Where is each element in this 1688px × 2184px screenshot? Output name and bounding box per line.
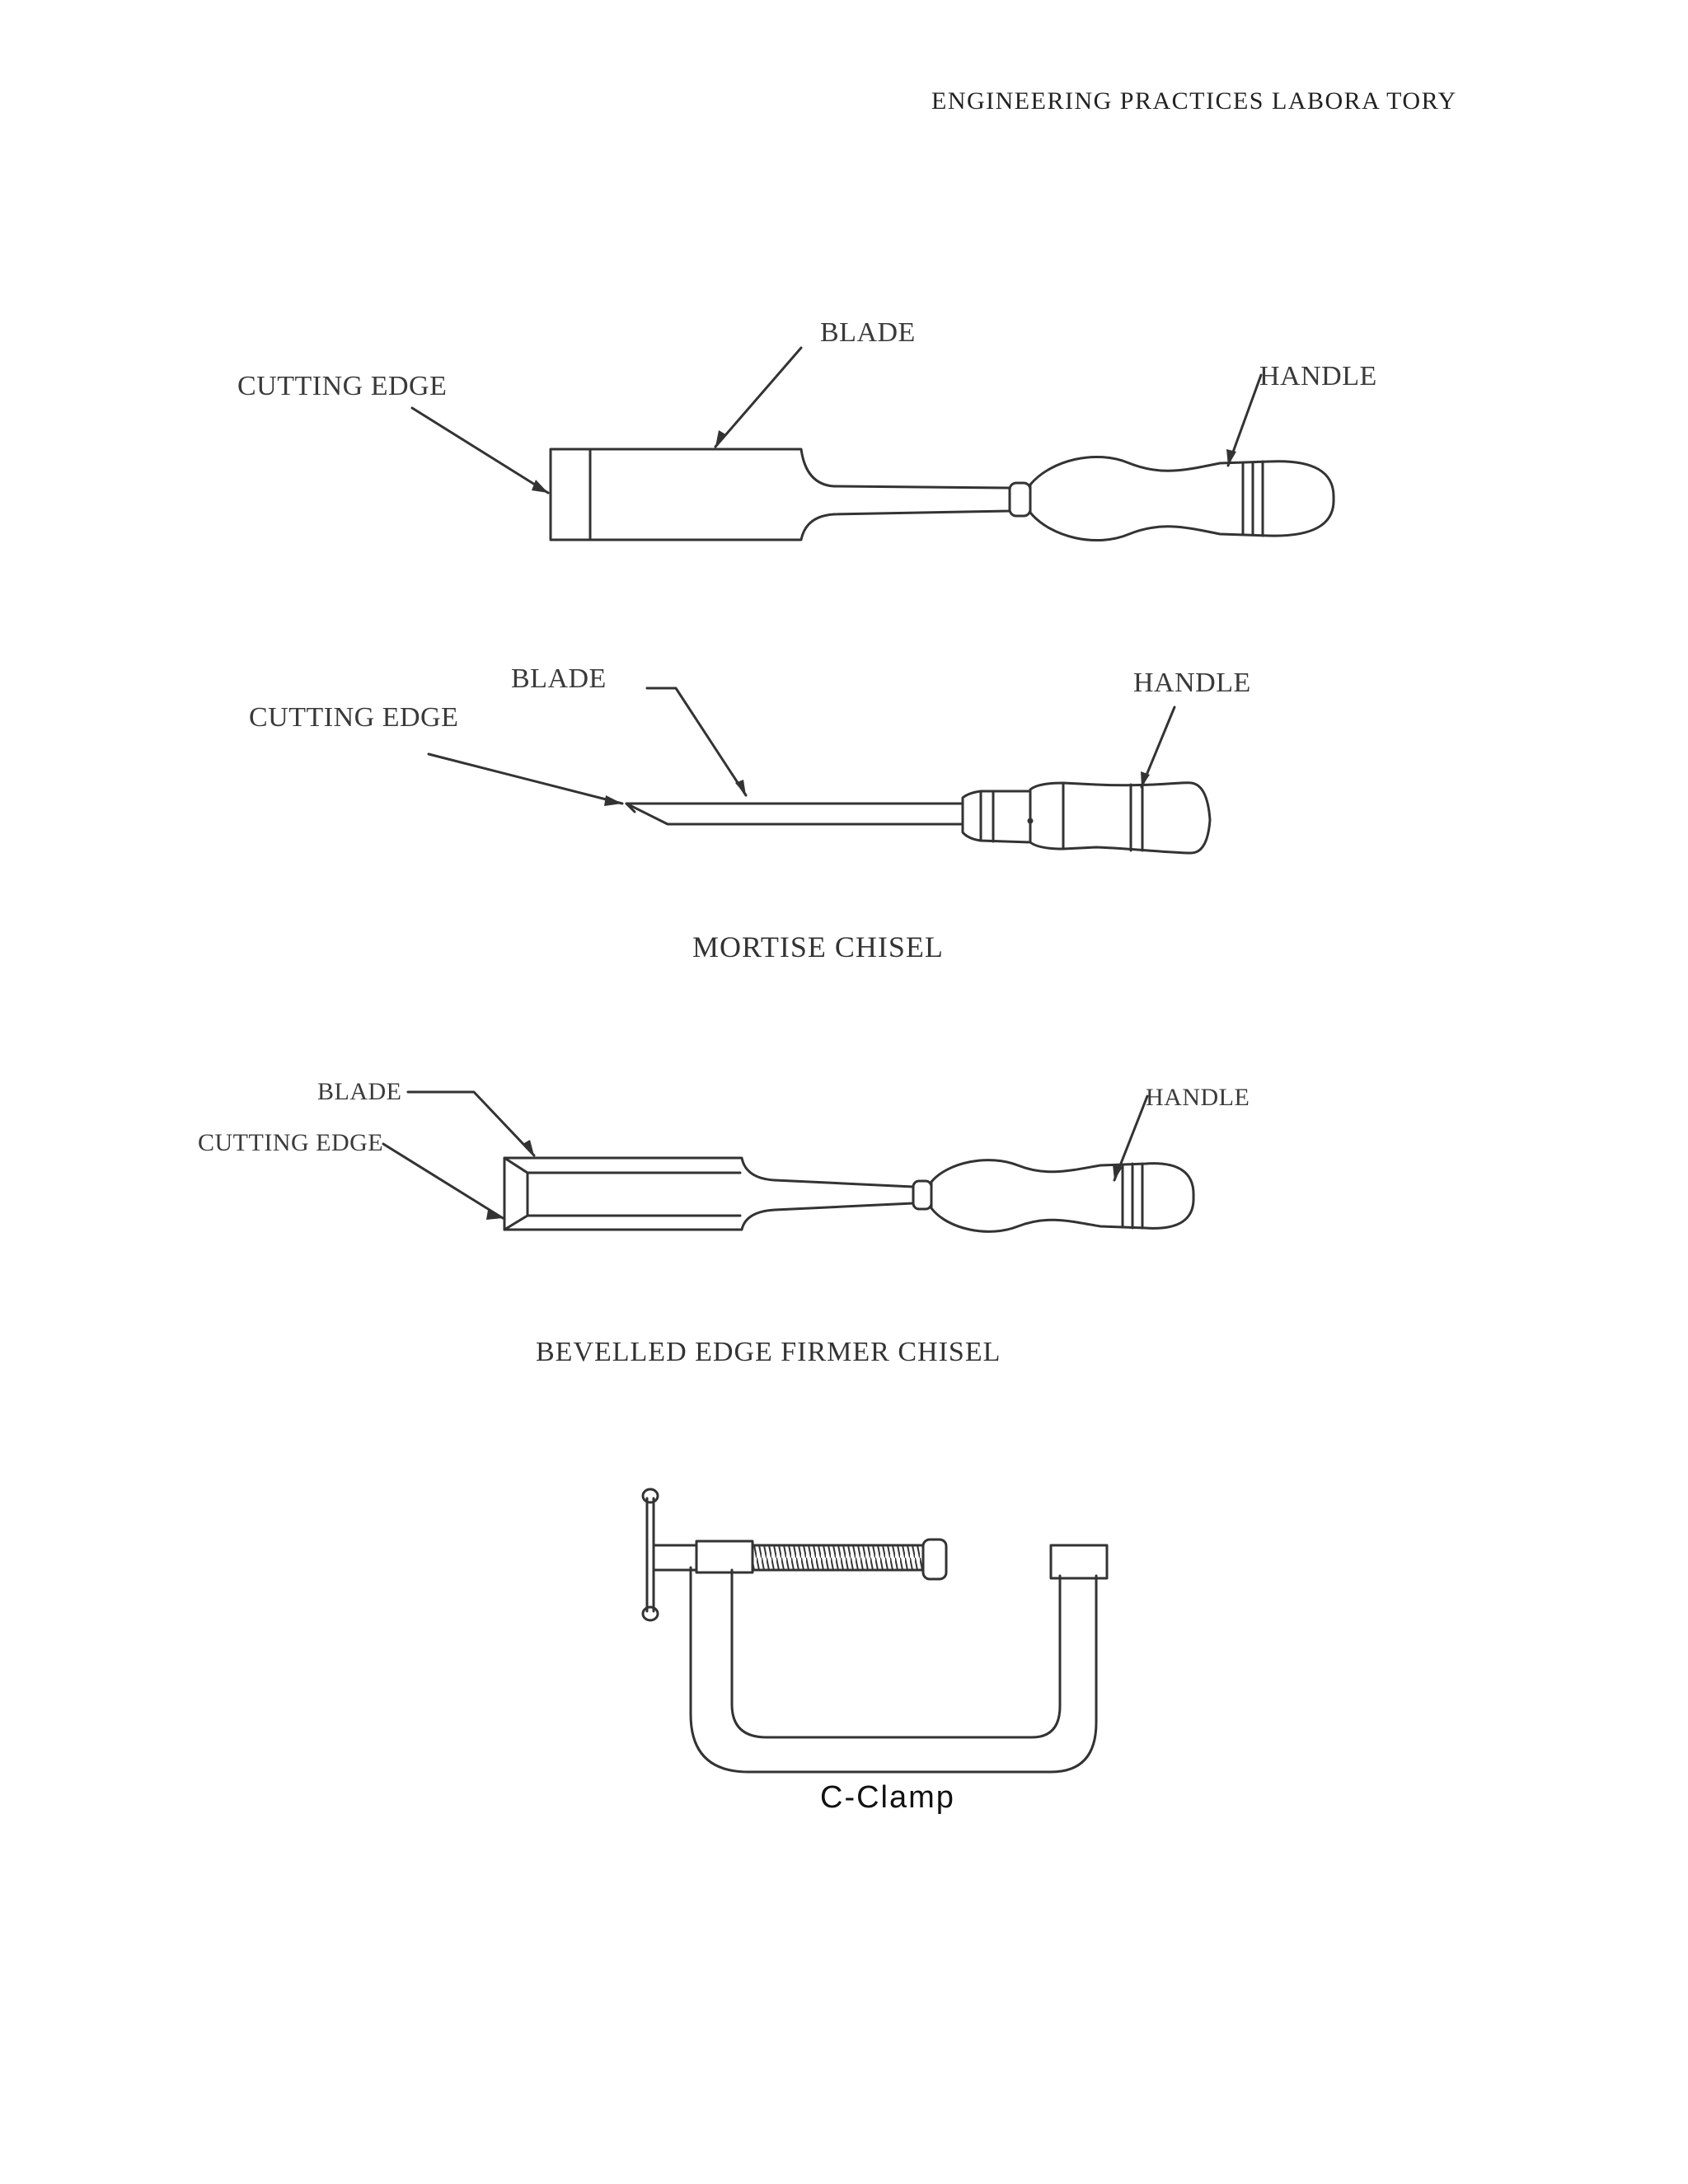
bevelled-blade-leader [408, 1092, 534, 1155]
bevelled-chisel-cutting-edge-label: CUTTING EDGE [198, 1129, 384, 1156]
bevelled-blade [504, 1158, 913, 1230]
mortise-blade [626, 804, 963, 824]
mortise-chisel-caption: MORTISE CHISEL [692, 930, 944, 963]
mortise-handle-leader [1142, 707, 1175, 787]
page-header: ENGINEERING PRACTICES LABORA TORY [931, 87, 1457, 115]
firmer-blade-leader [715, 348, 801, 447]
mortise-chisel-cutting-edge-label: CUTTING EDGE [249, 702, 459, 733]
c-clamp-frame-outer [691, 1568, 1096, 1772]
bevelled-chisel-caption: BEVELLED EDGE FIRMER CHISEL [536, 1337, 1001, 1367]
c-clamp-caption: C-Clamp [820, 1780, 955, 1815]
c-clamp-swivel-pad [923, 1540, 946, 1579]
mortise-edge-leader [429, 754, 622, 804]
firmer-chisel-blade-label: BLADE [820, 317, 916, 348]
c-clamp-threaded-screw [753, 1545, 923, 1570]
firmer-edge-leader [412, 408, 548, 493]
mortise-blade-leader [647, 688, 746, 795]
bevelled-chisel-blade-label: BLADE [317, 1078, 402, 1105]
mortise-chisel-blade-label: BLADE [511, 663, 607, 694]
firmer-blade [551, 449, 1010, 540]
firmer-handle-leader [1228, 375, 1261, 466]
bevelled-chisel-handle-label: HANDLE [1146, 1084, 1250, 1111]
mortise-chisel-handle-label: HANDLE [1133, 668, 1251, 698]
firmer-chisel-handle-label: HANDLE [1259, 361, 1377, 391]
bevelled-handle [931, 1160, 1193, 1232]
mortise-handle [1030, 783, 1210, 853]
bevelled-edge-leader [383, 1144, 503, 1218]
c-clamp-fixed-jaw [1051, 1545, 1107, 1578]
c-clamp-frame-inner [732, 1570, 1060, 1737]
firmer-chisel-cutting-edge-label: CUTTING EDGE [237, 371, 448, 401]
c-clamp-screw-boss [696, 1541, 753, 1572]
firmer-handle [1030, 457, 1334, 540]
bevelled-handle-leader [1114, 1096, 1147, 1180]
